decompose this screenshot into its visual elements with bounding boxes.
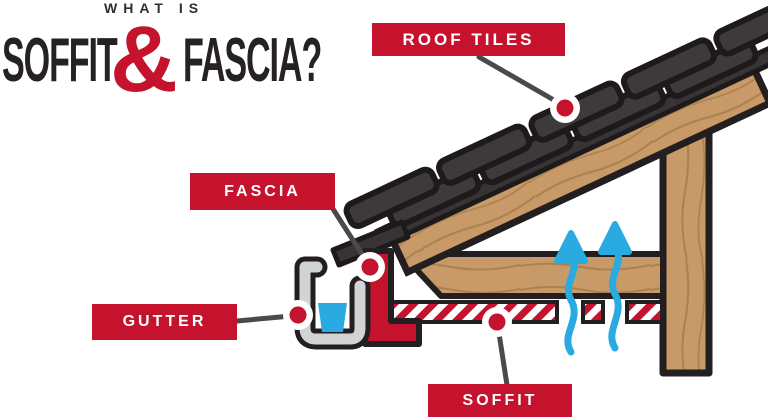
airflow-arrow [598, 221, 632, 352]
page-title: WHAT IS SOFFIT & FASCIA? [0, 0, 345, 115]
marker-roof-tiles [550, 93, 580, 123]
title-word-fascia: FASCIA? [183, 26, 322, 95]
label-fascia: FASCIA [190, 173, 335, 210]
title-ampersand: & [110, 6, 178, 111]
marker-soffit [482, 307, 512, 337]
roof-tile [620, 37, 718, 100]
label-soffit: SOFFIT [428, 384, 572, 417]
marker-fascia [355, 252, 385, 282]
title-word-soffit: SOFFIT [2, 26, 118, 95]
soffit-board [581, 300, 605, 324]
gutter-channel [299, 261, 366, 345]
title-eyebrow: WHAT IS [104, 0, 205, 16]
airflow-arrow [554, 230, 588, 356]
roof-tile [713, 0, 768, 57]
connector-line-roof-tiles [476, 54, 562, 106]
roof-tile [343, 166, 440, 229]
eave-kick [330, 219, 411, 268]
roof-tile [436, 123, 533, 186]
roof-assembly [343, 0, 768, 277]
connector-line-gutter [234, 313, 294, 324]
soffit-board [625, 300, 664, 324]
marker-gutter [283, 300, 313, 330]
gutter-water [318, 303, 347, 332]
label-roof-tiles: ROOF TILES [372, 23, 565, 56]
label-gutter: GUTTER [92, 304, 237, 340]
wall-post [659, 127, 713, 377]
connector-line-fascia [330, 206, 370, 265]
